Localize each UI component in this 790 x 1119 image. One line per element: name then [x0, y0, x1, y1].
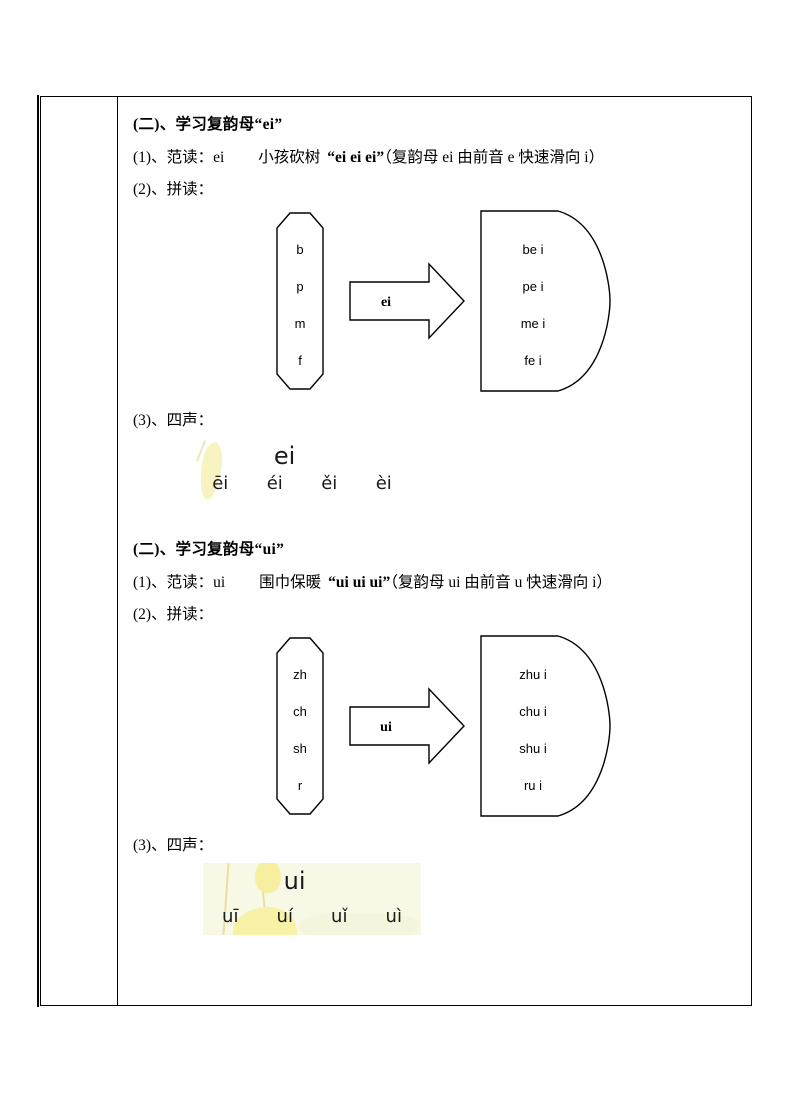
syllable-label-ui-0: zhu i	[519, 667, 547, 682]
initial-label-ui-3: r	[298, 778, 303, 793]
section-ui-line-2: (2)、拼读：	[133, 606, 214, 623]
line1-close-quote-ei: ”	[376, 148, 385, 166]
tone-mark-ui-1: uī	[222, 906, 239, 927]
syllable-label-ei-2: me i	[521, 316, 546, 331]
blend-arrow-ui	[349, 686, 465, 765]
initials-octagon-ui	[276, 636, 324, 815]
initial-label-ui-1: ch	[293, 704, 307, 719]
four-tone-image-ei: ei ēi éi ěi èi	[193, 438, 411, 502]
section-ei-line-2: (2)、拼读：	[133, 181, 214, 198]
tone-mark-ei-1: ēi	[212, 473, 229, 494]
initial-label-ui-0: zh	[293, 667, 307, 682]
tone-mark-ei-4: èi	[375, 473, 392, 494]
syllable-label-ei-1: pe i	[523, 279, 544, 294]
tone-base-syllable-ei: ei	[273, 442, 296, 470]
blend-arrow-label-ui: ui	[380, 720, 392, 735]
syllables-dshape-ui	[480, 634, 611, 817]
line1-close-quote-ui: ”	[382, 573, 391, 591]
line1-note-ei: （复韵母 ei 由前音 e 快速滑向 i）	[384, 148, 605, 166]
tone-mark-ei-3: ěi	[321, 473, 338, 494]
line1-note-ui: （复韵母 ui 由前音 u 快速滑向 i）	[390, 573, 612, 591]
initial-label-ui-2: sh	[293, 741, 307, 756]
syllable-label-ei-0: be i	[523, 242, 544, 257]
page-left-rule	[37, 95, 39, 1007]
blending-diagram-ui: zh ch sh r ui zhu i chu i shu i ru i	[133, 631, 693, 821]
tone-mark-ei-2: éi	[266, 473, 283, 494]
tone-marks-row-ei: ēi éi ěi èi	[193, 473, 411, 494]
blend-arrow-label-ei: ei	[381, 295, 391, 310]
tone-mark-ui-3: uǐ	[331, 906, 348, 927]
line1-prefix-ui: (1)、范读：	[133, 573, 214, 591]
tone-mark-ui-4: uì	[385, 906, 402, 927]
blending-diagram-ei: b p m f ei be i pe i me i fe i	[133, 206, 693, 396]
initial-label-ei-0: b	[296, 242, 303, 257]
section-spacer	[133, 502, 743, 536]
line1-open-quote-ui: “	[328, 573, 336, 591]
line1-prefix-ei: (1)、范读：	[133, 148, 214, 166]
section-ui-line-3: (3)、四声：	[133, 836, 214, 854]
syllables-dshape-ei	[480, 209, 611, 392]
four-tone-image-ui: ui uī uí uǐ uì	[203, 863, 421, 935]
syllable-label-ui-2: shu i	[519, 741, 547, 756]
line1-mnemonic-ui: 围巾保暖	[259, 573, 322, 591]
tone-mark-ui-2: uí	[276, 906, 293, 927]
line1-repeat-ei: ei ei ei	[335, 148, 377, 166]
initial-label-ei-1: p	[296, 279, 303, 294]
section-heading-ei: (二)、学习复韵母“ei”	[133, 116, 283, 133]
initial-label-ei-3: f	[298, 353, 302, 368]
leaf-decor-icon	[255, 863, 281, 893]
line1-repeat-ui: ui ui ui	[335, 573, 383, 591]
haze-decor-icon	[299, 913, 419, 935]
syllable-label-ei-3: fe i	[524, 353, 541, 368]
syllable-label-ui-3: ru i	[524, 778, 542, 793]
line1-vowel-ui: ui	[213, 573, 226, 591]
syllable-label-ui-1: chu i	[519, 704, 547, 719]
tone-base-syllable-ui: ui	[283, 867, 306, 895]
section-ei-line-1: (1)、范读：ei 小孩砍树 “ei ei ei”（复韵母 ei 由前音 e 快速滑…	[133, 148, 743, 166]
tone-marks-row-ui: uī uí uǐ uì	[203, 906, 421, 927]
line1-open-quote-ei: “	[327, 148, 336, 166]
section-ei-line-3: (3)、四声：	[133, 411, 214, 429]
line1-mnemonic-ei: 小孩砍树	[258, 148, 321, 166]
blend-arrow-ei	[349, 261, 465, 340]
line1-vowel-ei: ei	[213, 148, 225, 166]
table-column-left-empty	[41, 97, 118, 1005]
section-ui-line-1: (1)、范读：ui 围巾保暖 “ui ui ui”（复韵母 ui 由前音 u 快速滑…	[133, 573, 743, 591]
initials-octagon-ei	[276, 211, 324, 390]
initial-label-ei-2: m	[295, 316, 306, 331]
section-heading-ui: (二)、学习复韵母“ui”	[133, 541, 285, 558]
